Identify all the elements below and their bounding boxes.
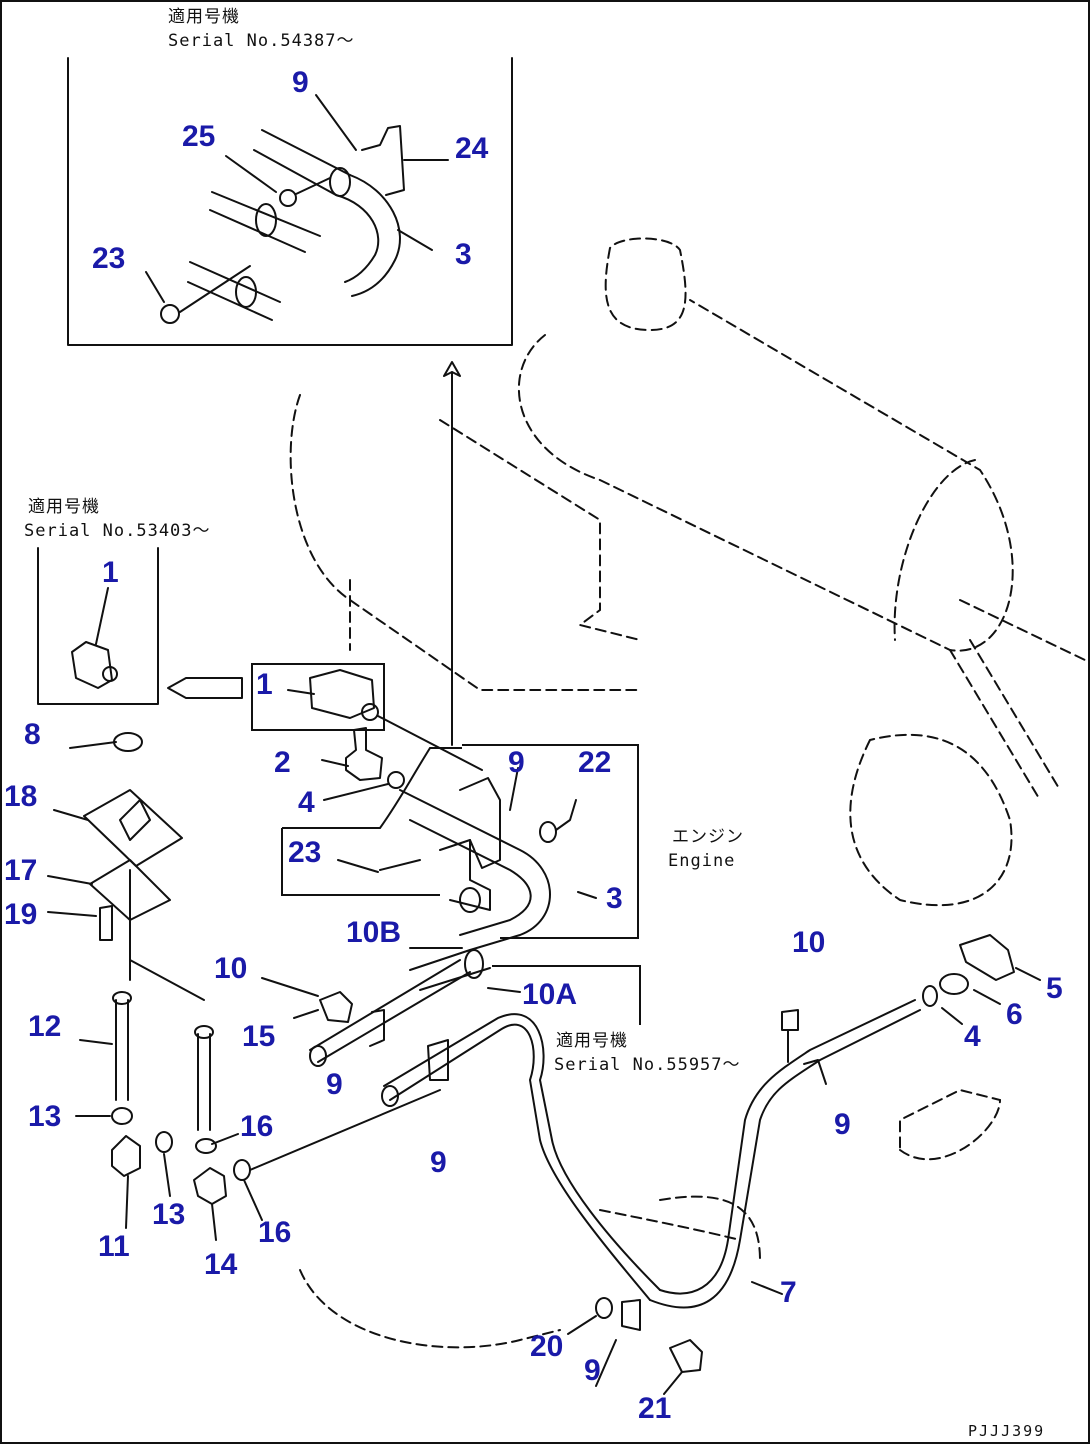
- top-inset-label-1: 適用号機: [168, 7, 240, 27]
- engine-label-en: Engine: [668, 851, 735, 871]
- callout-14: 14: [204, 1248, 238, 1281]
- callout-23: 23: [288, 836, 321, 869]
- top-inset: 適用号機 Serial No.54387〜 9 25 24 23 3: [67, 7, 513, 346]
- callout-top-24: 24: [455, 132, 489, 165]
- tank: [439, 237, 1086, 801]
- engine-label-jp: エンジン: [672, 827, 744, 847]
- callout-left-1: 1: [102, 556, 119, 589]
- callout-4: 4: [298, 786, 315, 819]
- callout-top-25: 25: [182, 120, 215, 153]
- callout-21: 21: [638, 1392, 671, 1425]
- callout-top-23: 23: [92, 242, 125, 275]
- drawing-code: PJJJ399: [968, 1422, 1045, 1440]
- callout-3: 3: [606, 882, 623, 915]
- callout-1: 1: [256, 668, 273, 701]
- callout-13-upper: 13: [28, 1100, 61, 1133]
- callout-9-lower: 9: [430, 1146, 447, 1179]
- callout-15: 15: [242, 1020, 275, 1053]
- callout-4-right: 4: [964, 1020, 981, 1053]
- callout-top-3: 3: [455, 238, 472, 271]
- callout-16-lower: 16: [258, 1216, 291, 1249]
- callout-10-right: 10: [792, 926, 825, 959]
- callout-22: 22: [578, 746, 611, 779]
- callout-9-right: 9: [834, 1108, 851, 1141]
- callout-7: 7: [780, 1276, 797, 1309]
- callout-9-left: 9: [326, 1068, 343, 1101]
- callout-10b: 10B: [346, 916, 401, 949]
- top-inset-label-2: Serial No.54387〜: [168, 31, 355, 51]
- main-callout-box: [251, 663, 385, 731]
- callout-20: 20: [530, 1330, 563, 1363]
- callout-9-bottom: 9: [584, 1354, 601, 1387]
- callout-16-upper: 16: [240, 1110, 273, 1143]
- callout-9-main: 9: [508, 746, 525, 779]
- callout-6: 6: [1006, 998, 1023, 1031]
- left-inset-label-2: Serial No.53403〜: [24, 521, 211, 541]
- main-detail-box: [281, 744, 639, 939]
- bottom-note-label-2: Serial No.55957〜: [554, 1055, 741, 1075]
- callout-2: 2: [274, 746, 291, 779]
- left-inset: 適用号機 Serial No.53403〜 1: [24, 497, 243, 705]
- callout-10a: 10A: [522, 978, 577, 1011]
- callout-13-lower: 13: [152, 1198, 185, 1231]
- callout-17: 17: [4, 854, 37, 887]
- callout-19: 19: [4, 898, 37, 931]
- arrow-to-top-inset: [443, 361, 461, 746]
- callout-12: 12: [28, 1010, 61, 1043]
- callout-18: 18: [4, 780, 37, 813]
- callout-11: 11: [98, 1230, 130, 1263]
- bottom-note-label-1: 適用号機: [556, 1031, 628, 1051]
- callout-8: 8: [24, 718, 41, 751]
- callout-10-left: 10: [214, 952, 247, 985]
- callout-5: 5: [1046, 972, 1063, 1005]
- callout-top-9: 9: [292, 66, 309, 99]
- left-inset-label-1: 適用号機: [28, 497, 100, 517]
- bottom-note-box: [492, 965, 641, 1025]
- engine: エンジン Engine: [289, 394, 1013, 1349]
